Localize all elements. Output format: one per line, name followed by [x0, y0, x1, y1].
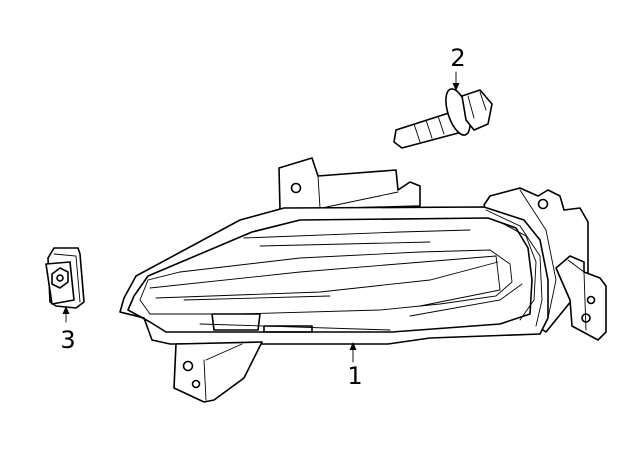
arrowhead-1: [349, 342, 357, 350]
right-connector: [555, 255, 607, 341]
callout-1: 1: [347, 362, 362, 390]
main-lens-body: [119, 206, 549, 345]
callout-3: 3: [60, 326, 75, 354]
clip-nut-hex: [51, 267, 69, 289]
top-mounting-tab: [278, 157, 421, 211]
callout-2: 2: [450, 44, 465, 72]
lamp-housing: [119, 157, 607, 403]
bottom-mounting-bracket: [173, 341, 263, 403]
arrowhead-2: [452, 83, 460, 91]
bolt: [393, 88, 493, 149]
arrowhead-3: [62, 306, 70, 314]
leader-lines: [62, 71, 460, 363]
bolt-shank: [393, 111, 463, 149]
clip-nut: [45, 247, 85, 309]
